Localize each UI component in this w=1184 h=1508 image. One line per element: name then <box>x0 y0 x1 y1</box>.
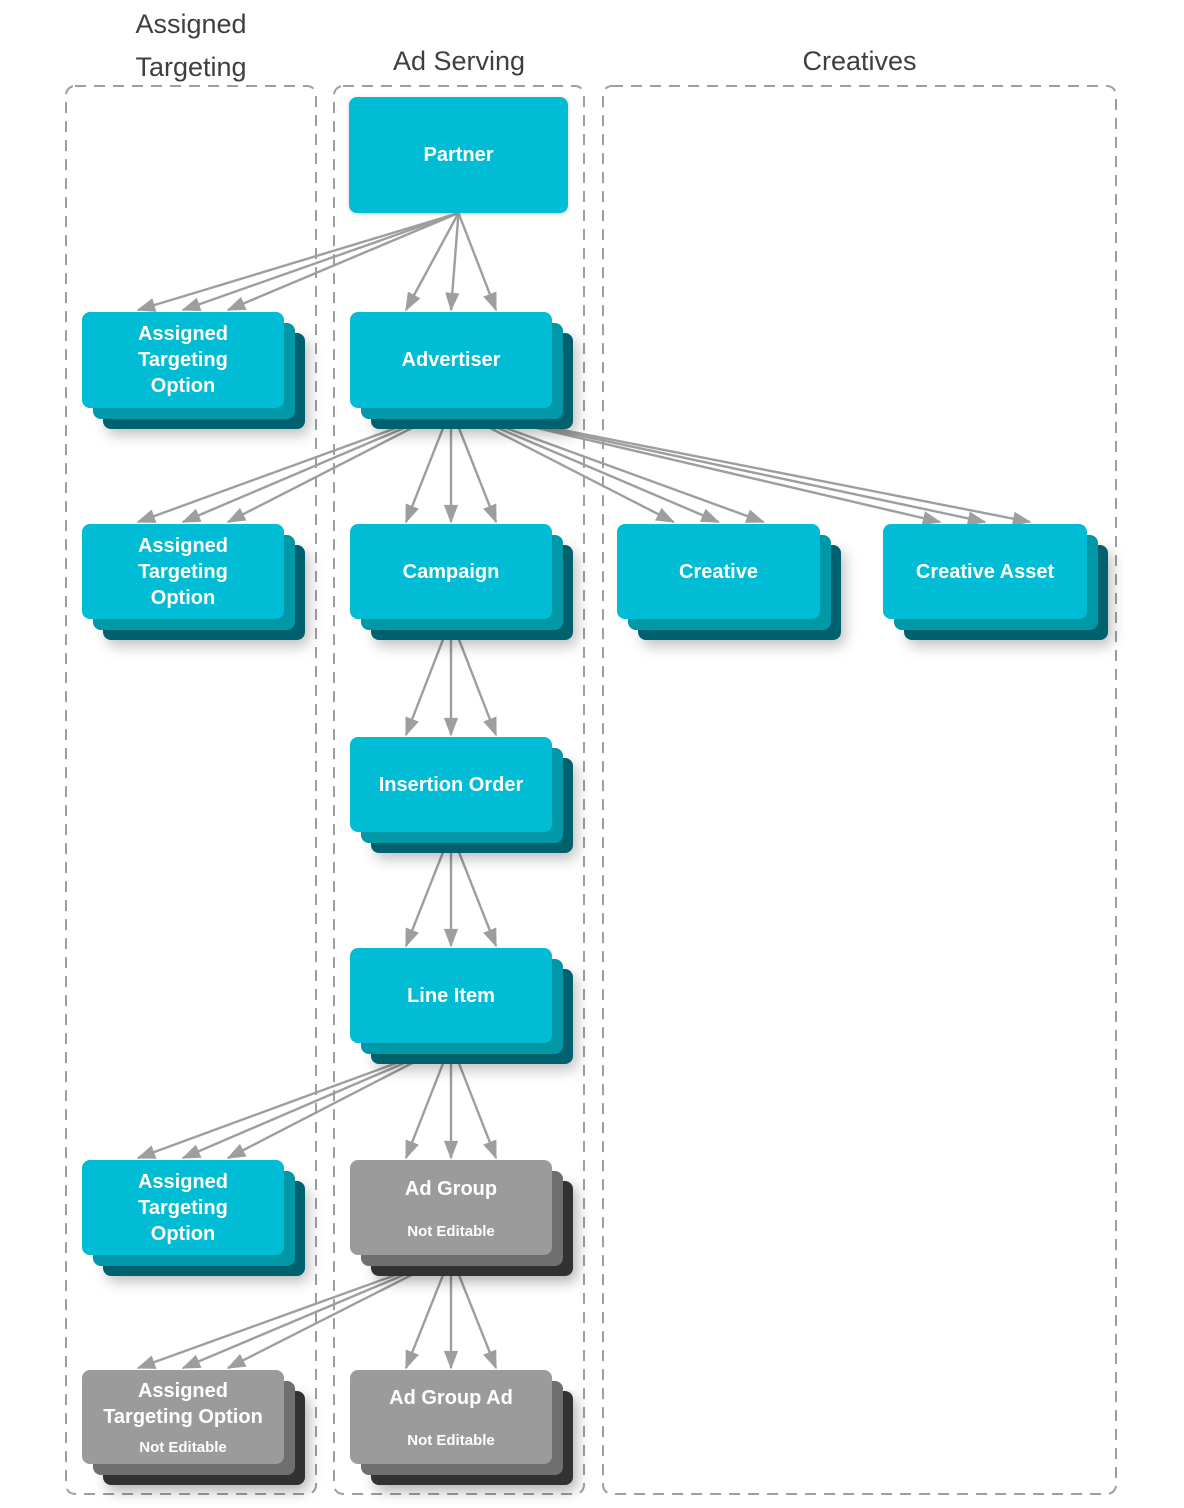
edge-line-advertiser-to-creative <box>450 406 720 524</box>
edge-line-line_item-to-ad_group <box>449 1042 498 1160</box>
edge-line-line_item-to-ato_3 <box>226 1041 452 1160</box>
edge-line-insertion_order-to-line_item <box>449 831 498 948</box>
node-creative-asset: Creative Asset <box>883 524 1087 619</box>
edge-line-advertiser-to-ato_2 <box>226 406 452 524</box>
edge-line-advertiser-to-campaign <box>449 407 498 524</box>
edge-line-partner-to-advertiser <box>445 212 460 312</box>
edge-line-advertiser-to-ato_2 <box>136 406 452 524</box>
edge-line-advertiser-to-creative <box>450 406 675 524</box>
column-assigned-targeting <box>65 85 317 1495</box>
node-ad-group-sublabel: Not Editable <box>407 1222 495 1240</box>
column-creatives <box>602 85 1117 1495</box>
edge-line-ad_group-to-ato_4 <box>181 1253 452 1370</box>
node-advertiser: Advertiser <box>350 312 552 408</box>
edge-line-advertiser-to-creative_asset <box>450 406 987 526</box>
edge-arrows <box>136 211 1032 1370</box>
edge-line-ad_group-to-ad_group_ad <box>404 1254 453 1370</box>
node-line-item: Line Item <box>350 948 552 1043</box>
edge-line-advertiser-to-creative_asset <box>450 406 1032 526</box>
node-advertiser-label: Advertiser <box>401 349 501 371</box>
edge-line-line_item-to-ato_3 <box>181 1041 452 1160</box>
node-ad-group-ad-sublabel: Not Editable <box>407 1432 495 1449</box>
node-insertion-order-label: Insertion Order <box>378 773 524 796</box>
edge-line-campaign-to-insertion_order <box>404 618 453 737</box>
edge-line-line_item-to-ad_group <box>404 1042 453 1160</box>
node-ad-group-ad-label: Ad Group Ad <box>389 1387 513 1409</box>
edge-line-advertiser-to-ato_2 <box>181 406 452 524</box>
edge-line-partner-to-advertiser <box>457 212 498 312</box>
edge-line-ad_group-to-ad_group_ad <box>449 1254 498 1370</box>
node-ato3-label: Assigned Targeting Option <box>137 1170 229 1245</box>
column-ad-serving <box>333 85 585 1495</box>
node-creative-label: Creative <box>679 560 758 583</box>
node-campaign-label: Campaign <box>402 560 500 583</box>
node-campaign: Campaign <box>350 524 552 619</box>
edge-line-advertiser-to-creative_asset <box>450 406 942 526</box>
edge-line-partner-to-ato_1 <box>136 211 459 312</box>
edge-line-partner-to-advertiser <box>404 212 460 312</box>
column-title-creatives: Creatives <box>802 46 917 76</box>
node-ato1-label: Assigned Targeting Option <box>137 323 229 397</box>
edge-line-partner-to-ato_1 <box>181 211 459 312</box>
node-ad-group-label: Ad Group <box>404 1177 498 1200</box>
node-assigned-targeting-option-3: Assigned Targeting Option <box>82 1160 284 1255</box>
node-insertion-order: Insertion Order <box>350 737 552 832</box>
node-ato4-label: Assigned Targeting Option <box>103 1380 263 1428</box>
node-ad-group-ad: Ad Group Ad Not Editable <box>350 1370 552 1464</box>
node-assigned-targeting-option-4: Assigned Targeting Option Not Editable <box>82 1370 284 1464</box>
node-creative-asset-label: Creative Asset <box>915 560 1055 583</box>
node-partner-label: Partner <box>423 144 494 166</box>
column-title-ad-serving: Ad Serving <box>392 46 526 76</box>
node-ato4-sublabel: Not Editable <box>139 1439 227 1456</box>
edge-line-partner-to-ato_1 <box>226 211 459 312</box>
node-assigned-targeting-option-2: Assigned Targeting Option <box>82 524 284 619</box>
edge-line-line_item-to-ato_3 <box>136 1041 452 1160</box>
edge-line-ad_group-to-ato_4 <box>226 1253 452 1370</box>
edge-line-advertiser-to-campaign <box>404 407 453 524</box>
node-ato2-label: Assigned Targeting Option <box>137 534 229 609</box>
edge-line-ad_group-to-ato_4 <box>136 1253 452 1370</box>
node-partner: Partner <box>349 97 568 213</box>
edge-line-campaign-to-insertion_order <box>449 618 498 737</box>
column-title-assigned-targeting: Assigned Targeting <box>135 9 247 82</box>
node-ad-group: Ad Group Not Editable <box>350 1160 552 1255</box>
node-assigned-targeting-option-1: Assigned Targeting Option <box>82 312 284 408</box>
edge-line-insertion_order-to-line_item <box>404 831 453 948</box>
edge-line-advertiser-to-creative <box>450 406 765 524</box>
node-creative: Creative <box>617 524 820 619</box>
node-line-item-label: Line Item <box>407 984 495 1007</box>
